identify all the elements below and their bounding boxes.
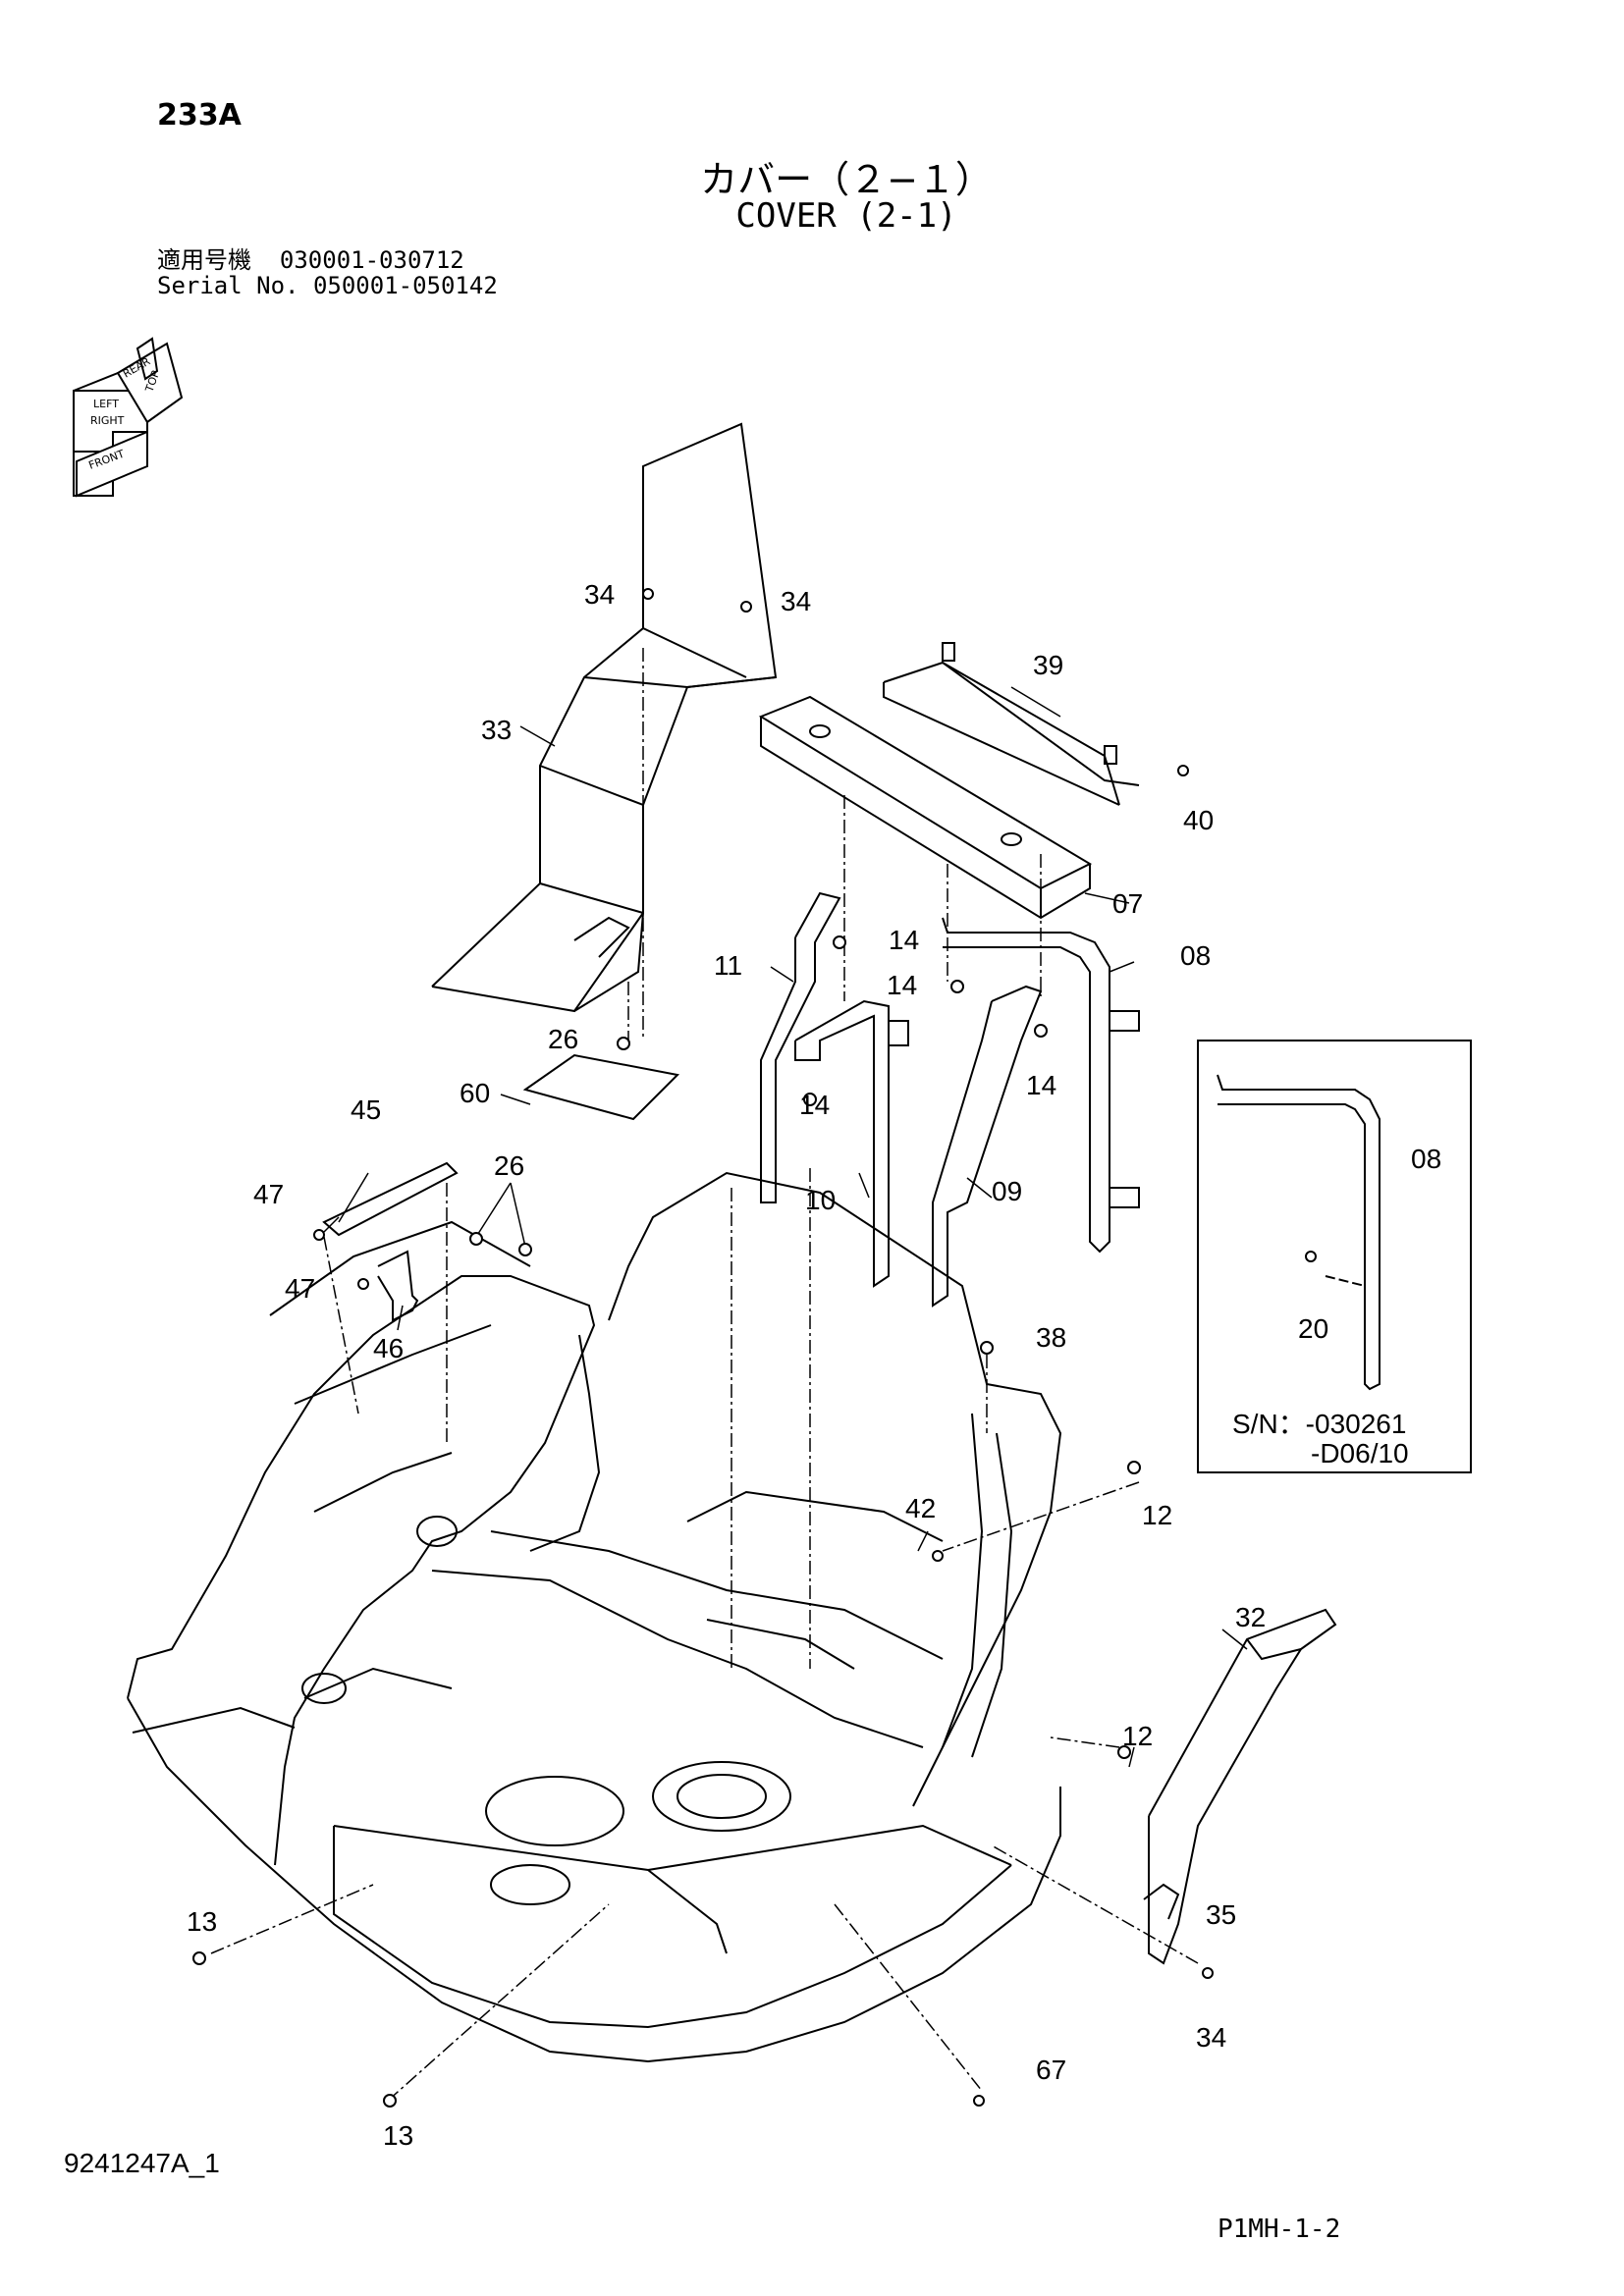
callout-10: 10: [805, 1185, 836, 1215]
callout-46: 46: [373, 1333, 404, 1363]
callout-11: 11: [714, 950, 742, 981]
callout-33: 33: [481, 715, 512, 745]
callout-07: 07: [1112, 888, 1143, 919]
callout-38: 38: [1036, 1322, 1066, 1353]
part-60-plate-shape: [522, 1053, 680, 1121]
inset-part-08-shape: [1217, 1074, 1380, 1391]
main-frame-shape: [127, 1171, 1062, 2063]
callout-47b: 47: [285, 1273, 315, 1304]
callout-14b: 14: [887, 970, 917, 1000]
callout-34b: 34: [781, 586, 811, 616]
callout-09: 09: [992, 1176, 1022, 1206]
part-11-bracket-shape: [760, 891, 841, 1203]
callouts: 34 34 33 39 40 07 11 14 14 08 26 14 14 6…: [187, 579, 1266, 2151]
callout-12b: 12: [1122, 1721, 1153, 1751]
callout-40: 40: [1183, 805, 1214, 835]
inset-callout-08: 08: [1411, 1144, 1441, 1174]
cube-right-label: RIGHT: [90, 414, 125, 427]
page-code: 233A: [157, 98, 242, 133]
callout-42: 42: [905, 1493, 936, 1523]
callout-13b: 13: [383, 2120, 413, 2151]
callout-32: 32: [1235, 1602, 1266, 1632]
page-title-japanese: カバー（２−１）: [700, 158, 993, 201]
serial-english: Serial No. 050001-050142: [157, 272, 498, 299]
part-46-bracket-shape: [377, 1250, 419, 1322]
part-45-strip-shape: [322, 1161, 459, 1237]
callout-39: 39: [1033, 650, 1063, 680]
part-10-bracket-shape: [794, 999, 909, 1288]
inset-box: [1197, 1040, 1472, 1473]
callout-13a: 13: [187, 1906, 217, 1937]
callout-14d: 14: [799, 1090, 830, 1120]
callout-14c: 14: [1026, 1070, 1056, 1100]
callout-47a: 47: [253, 1179, 284, 1209]
drawing-id: 9241247A_1: [64, 2148, 220, 2178]
part-39-beam-shape: [883, 642, 1140, 806]
part-32-cover-shape: [1143, 1608, 1337, 1965]
callout-26b: 26: [494, 1150, 524, 1181]
callout-12a: 12: [1142, 1500, 1172, 1530]
sheet-reference: P1MH-1-2: [1218, 2215, 1341, 2244]
callout-60: 60: [460, 1078, 490, 1108]
callout-34c: 34: [1196, 2022, 1226, 2053]
inset-callout-20: 20: [1298, 1313, 1328, 1344]
callout-08: 08: [1180, 940, 1211, 971]
inset-sn-line2: -D06/10: [1311, 1438, 1409, 1468]
cube-left-label: LEFT: [93, 398, 119, 410]
part-08-frame-shape: [942, 917, 1140, 1254]
callout-26a: 26: [548, 1024, 578, 1054]
inset-labels: 08 20 S/N：-030261 -D06/10: [1232, 1144, 1441, 1468]
callout-35: 35: [1206, 1899, 1236, 1930]
part-33-cover-shape: [431, 422, 778, 1013]
serial-block: 適用号機 030001-030712 Serial No. 050001-050…: [157, 247, 498, 298]
orientation-cube-icon: LEFT TOP RIGHT FRONT REAR: [73, 337, 184, 498]
page-title-english: COVER (2-1): [735, 196, 957, 236]
callout-67: 67: [1036, 2055, 1066, 2085]
serial-japanese: 適用号機 030001-030712: [157, 246, 464, 274]
callout-45: 45: [351, 1095, 381, 1125]
callout-14a: 14: [889, 925, 919, 955]
inset-sn-line1: S/N：-030261: [1232, 1409, 1406, 1439]
part-09-bracket-shape: [932, 985, 1043, 1308]
callout-34a: 34: [584, 579, 615, 610]
